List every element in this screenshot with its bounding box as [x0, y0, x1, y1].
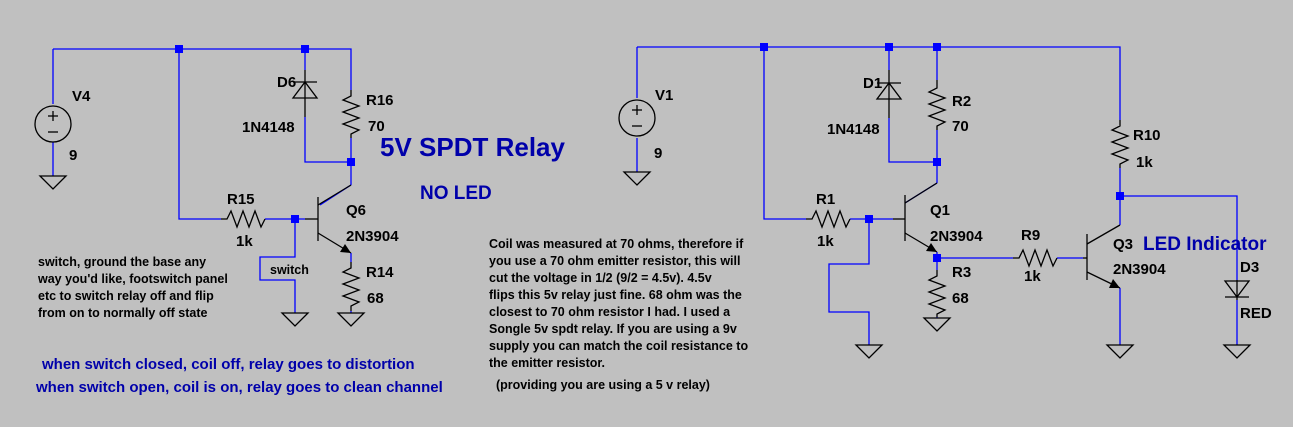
r3-value: 68 [952, 290, 969, 307]
d1-value: 1N4148 [827, 121, 880, 138]
q1-value: 2N3904 [930, 228, 983, 245]
r15-name: R15 [227, 191, 255, 208]
coil-note-line: supply you can match the coil resistance… [489, 339, 748, 353]
title-annotation: 5V SPDT Relay [380, 132, 566, 162]
subtitle-annotation: NO LED [420, 183, 492, 204]
r2-value: 70 [952, 118, 969, 135]
status-closed-note: when switch closed, coil off, relay goes… [41, 356, 415, 373]
r1-value: 1k [817, 233, 834, 250]
q1-name: Q1 [930, 202, 950, 219]
r9-value: 1k [1024, 268, 1041, 285]
coil-note-line: you use a 70 ohm emitter resistor, this … [489, 254, 740, 268]
d6-name: D6 [277, 74, 296, 91]
q6-value: 2N3904 [346, 228, 399, 245]
coil-note-line: Songle 5v spdt relay. If you are using a… [489, 322, 737, 336]
r10-name: R10 [1133, 127, 1161, 144]
status-open-note: when switch open, coil is on, relay goes… [35, 379, 443, 396]
v1-name: V1 [655, 87, 673, 104]
right-circuit [618, 43, 1252, 359]
d6-value: 1N4148 [242, 119, 295, 136]
v1-value: 9 [654, 145, 662, 162]
q3-name: Q3 [1113, 236, 1133, 253]
switch-note-line: etc to switch relay off and flip [38, 289, 214, 303]
led-indicator-annotation: LED Indicator [1143, 234, 1267, 255]
d3-value: RED [1240, 305, 1272, 322]
q6-name: Q6 [346, 202, 366, 219]
d1-name: D1 [863, 75, 882, 92]
r14-value: 68 [367, 290, 384, 307]
r3-name: R3 [952, 264, 971, 281]
left-circuit [34, 45, 366, 327]
r14-name: R14 [366, 264, 394, 281]
coil-note-line: cut the voltage in 1/2 (9/2 = 4.5v). 4.5… [489, 271, 712, 285]
r10-value: 1k [1136, 154, 1153, 171]
switch-label: switch [270, 263, 309, 277]
v4-value: 9 [69, 147, 77, 164]
coil-note-line: Coil was measured at 70 ohms, therefore … [489, 237, 744, 251]
q3-value: 2N3904 [1113, 261, 1166, 278]
v4-source-symbol [34, 105, 72, 143]
v1-source-symbol [618, 99, 656, 137]
r9-name: R9 [1021, 227, 1040, 244]
r16-name: R16 [366, 92, 394, 109]
switch-note-line: way you'd like, footswitch panel [37, 272, 228, 286]
coil-note: Coil was measured at 70 ohms, therefore … [489, 237, 748, 370]
relay-note: (providing you are using a 5 v relay) [496, 378, 710, 392]
r15-value: 1k [236, 233, 253, 250]
coil-note-line: flips this 5v relay just fine. 68 ohm wa… [489, 288, 742, 302]
v4-name: V4 [72, 88, 91, 105]
r2-name: R2 [952, 93, 971, 110]
coil-note-line: closest to 70 ohm resistor I had. I used… [489, 305, 731, 319]
coil-note-line: the emitter resistor. [489, 356, 605, 370]
d3-name: D3 [1240, 259, 1259, 276]
r1-name: R1 [816, 191, 835, 208]
switch-note-line: switch, ground the base any [38, 255, 206, 269]
switch-note: switch, ground the base any way you'd li… [37, 255, 228, 320]
switch-note-line: from on to normally off state [38, 306, 208, 320]
r16-value: 70 [368, 118, 385, 135]
